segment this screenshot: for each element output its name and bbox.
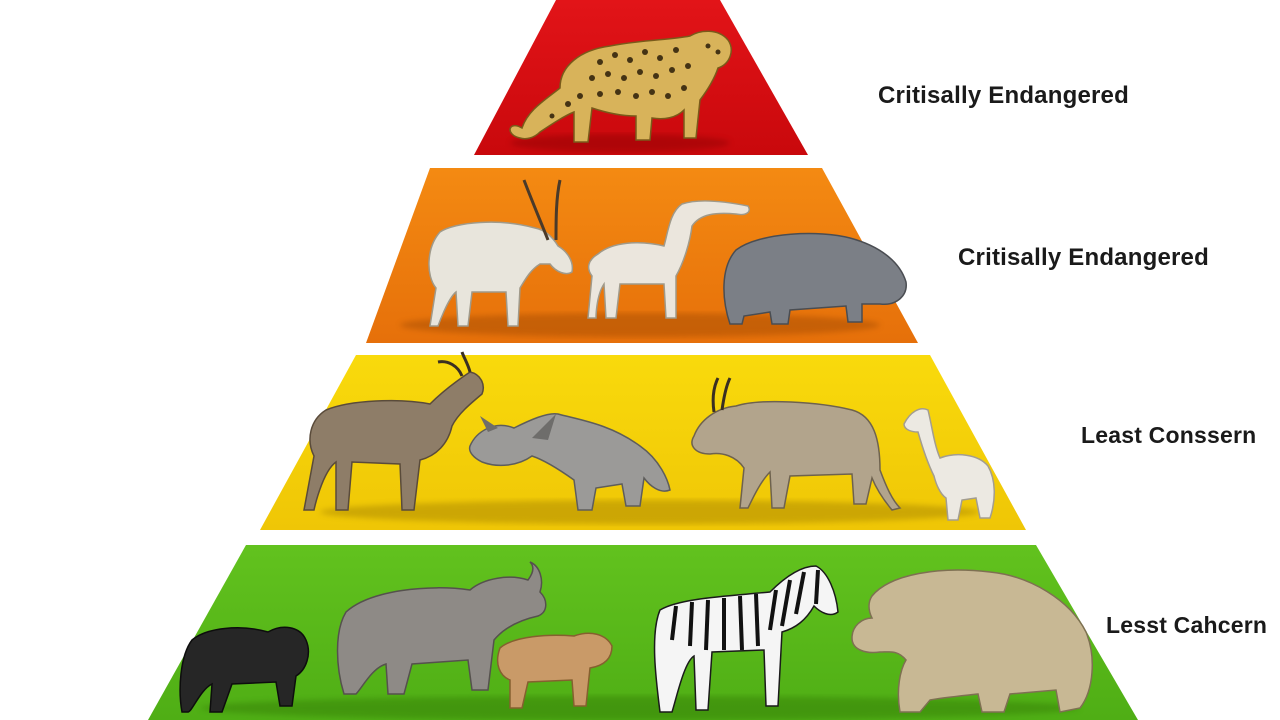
tier-least-concern-bottom	[148, 545, 1138, 720]
pygmy-hippo-image	[723, 232, 907, 325]
tier-critically-endangered-second	[366, 168, 918, 343]
tier-least-concern-third	[260, 351, 1026, 530]
eland-image	[691, 377, 902, 511]
saiga-image	[587, 200, 750, 319]
tier-1-label: Critisally Endangered	[878, 82, 1129, 109]
elephant-image	[851, 569, 1093, 713]
rhinoceros-image	[336, 561, 547, 695]
leopard-image	[509, 30, 732, 143]
zebra-image	[653, 565, 839, 713]
addax-image	[428, 179, 574, 327]
tier-2-label: Critisally Endangered	[958, 244, 1209, 271]
gorilla-image	[179, 626, 310, 713]
pig-image	[496, 632, 613, 709]
kudu-image	[303, 351, 484, 511]
dinosaur-like-creature-image	[468, 412, 671, 511]
tier-critically-endangered-top	[474, 0, 808, 155]
tier-4-label: Lesst Cahcern	[1106, 612, 1268, 638]
tier-3-label: Least Conssern	[1081, 422, 1257, 448]
llama-image	[903, 408, 995, 521]
